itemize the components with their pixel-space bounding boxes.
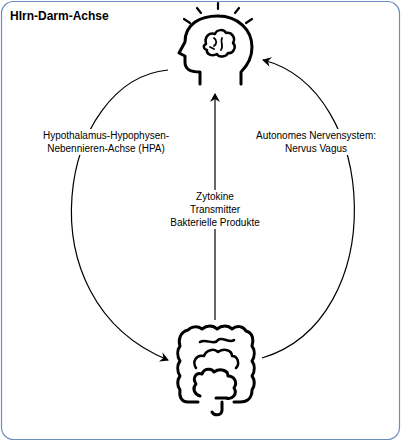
vagus-arrow [262,60,354,358]
vagus-label: Autonomes Nervensystem: Nervus Vagus [251,129,381,155]
pathway-label: ZytokineTransmitterBakterielle Produkte [168,190,262,229]
diagram-title: HIrn-Darm-Achse [10,9,109,23]
pathway-item: Transmitter [168,203,262,216]
gut-icon [178,326,255,415]
hpa-arrow [71,70,168,360]
brain-head-icon [179,3,252,84]
pathway-item: Zytokine [168,190,262,203]
pathway-item: Bakterielle Produkte [168,216,262,229]
hpa-label: Hypothalamus-Hypophysen-Nebennieren-Achs… [36,129,176,155]
